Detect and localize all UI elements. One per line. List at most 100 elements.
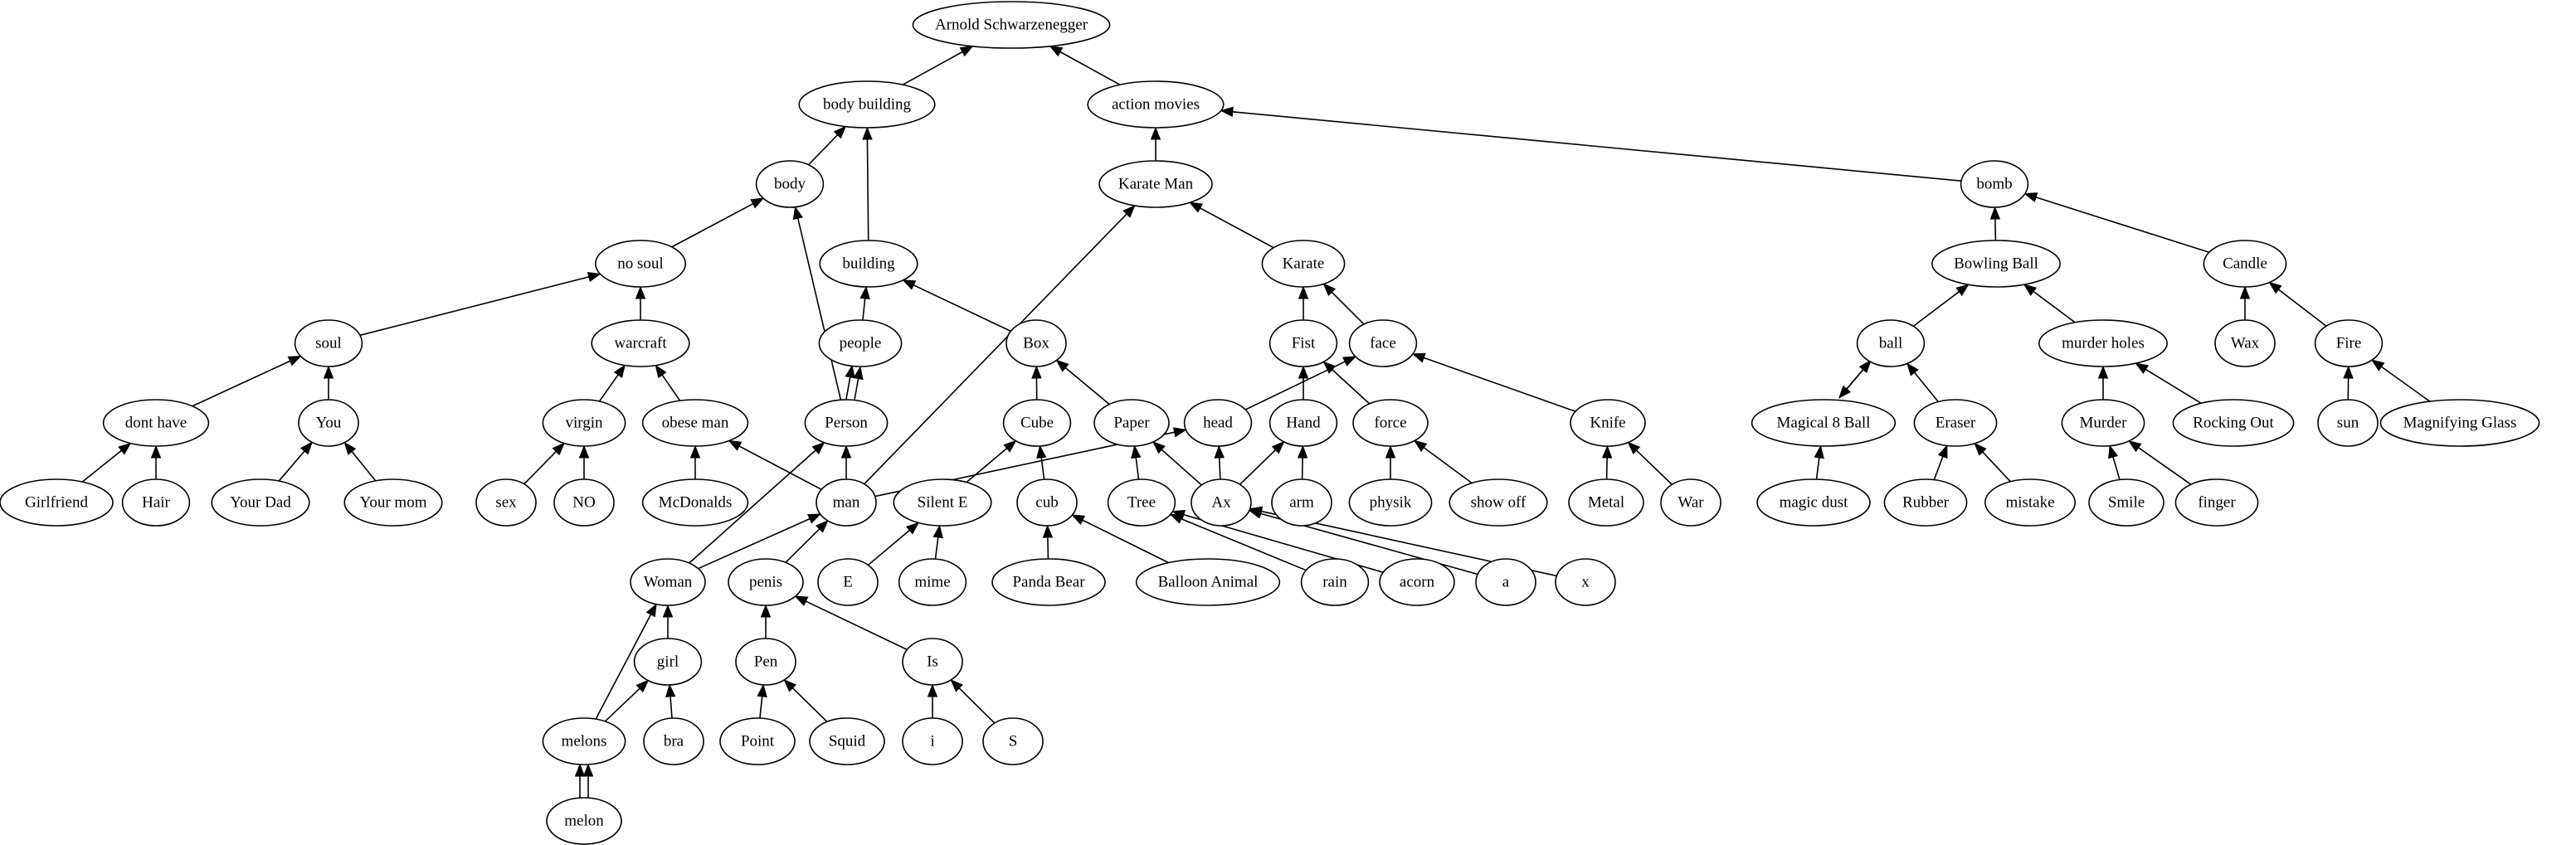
node-girlfriend: Girlfriend [0, 478, 114, 527]
node-smile: Smile [2088, 478, 2165, 527]
arrowhead-icon [1601, 444, 1613, 459]
edge-line [1846, 360, 1872, 390]
arrowhead-icon [582, 763, 594, 777]
node-label: warcraft [614, 335, 667, 352]
node-label: show off [1471, 494, 1527, 512]
edge-person-to-people [845, 364, 855, 400]
node-shape [343, 478, 443, 527]
arrowhead-icon [1042, 524, 1054, 538]
node-no-soul: no soul [594, 240, 686, 288]
node-label: Box [1023, 335, 1049, 352]
arrowhead-icon [853, 366, 864, 381]
node-shape [1883, 478, 1968, 527]
edge-bomb-to-actionmovies [1220, 106, 1962, 182]
edge-fist-to-karate [1298, 285, 1309, 320]
arrowhead-icon [1003, 439, 1017, 453]
node-label: no soul [617, 255, 663, 273]
node-label: Paper [1113, 415, 1150, 432]
arrowhead-icon [1131, 444, 1142, 459]
edge-tree-to-paper [1131, 444, 1142, 480]
edge-ax-to-head [1214, 444, 1225, 480]
edge-people-to-building [859, 285, 870, 321]
edge-eraser-to-ball [1906, 362, 1939, 403]
node-hair: Hair [121, 478, 191, 527]
arrowhead-icon [1838, 385, 1852, 399]
edge-line [1064, 367, 1110, 406]
node-label: Ax [1211, 494, 1231, 512]
arrowhead-icon [2268, 281, 2282, 294]
node-hand: Hand [1269, 399, 1338, 447]
node-shape [1568, 478, 1644, 527]
edge-girl-to-woman [662, 604, 674, 639]
edge-you-to-soul [323, 365, 334, 400]
edge-line [1244, 361, 1346, 410]
edge-woman-to-person [689, 441, 825, 564]
node-label: Rubber [1902, 494, 1950, 512]
edge-bra-to-girl [665, 683, 676, 719]
edge-line [1181, 517, 1307, 571]
edge-line [1331, 291, 1365, 325]
edge-penis-to-man [785, 520, 829, 563]
node-label: girl [657, 653, 679, 671]
edge-cube-to-box [1031, 365, 1042, 401]
arrowhead-icon [750, 197, 765, 209]
arrowhead-icon [1172, 427, 1187, 438]
edge-donthave-to-soul [192, 355, 302, 407]
node-action-movies: action movies [1087, 80, 1225, 129]
node-shape [1756, 478, 1871, 527]
node-bowling-ball: Bowling Ball [1931, 240, 2062, 288]
edge-i-to-is [927, 683, 938, 718]
arrowhead-icon [1152, 441, 1166, 454]
edge-ball-to-bowlingball [1912, 284, 1970, 328]
edge-ax-to-paper [1152, 441, 1202, 486]
node-arm: arm [1271, 478, 1332, 527]
arrowhead-icon [816, 520, 829, 533]
edge-line [785, 528, 821, 563]
node-mcdonalds: McDonalds [641, 478, 749, 527]
node-i: i [902, 717, 963, 765]
node-shape [1098, 160, 1213, 208]
node-shape [1570, 399, 1646, 447]
node-shape [2174, 478, 2259, 527]
node-label: Rocking Out [2193, 415, 2274, 432]
node-tree: Tree [1107, 478, 1176, 527]
edge-line [966, 448, 1008, 483]
edge-metal-to-knife [1601, 444, 1613, 480]
node-war: War [1660, 478, 1721, 527]
node-label: man [833, 494, 860, 512]
node-label: dont have [125, 415, 187, 432]
arrowhead-icon [1171, 509, 1186, 520]
node-shape [1352, 399, 1429, 447]
node-label: finger [2198, 494, 2236, 512]
edge-magnifyingglass-to-fire [2370, 359, 2431, 402]
node-woman: Woman [630, 558, 706, 606]
edge-line [1636, 449, 1673, 485]
edge-is-to-penis [794, 595, 908, 651]
edge-melon-to-melons [582, 763, 594, 798]
node-shape [982, 717, 1044, 765]
node-label: Pen [754, 653, 778, 671]
edge-line [864, 213, 1127, 485]
node-is: Is [902, 638, 963, 686]
arrowhead-icon [833, 125, 847, 139]
node-a: a [1475, 558, 1536, 606]
node-shape [1379, 558, 1455, 606]
arrowhead-icon [2023, 192, 2038, 203]
edge-no-to-virgin [578, 444, 590, 479]
arrowhead-icon [2370, 359, 2385, 372]
node-metal: Metal [1568, 478, 1644, 527]
node-label: Is [927, 653, 938, 671]
node-your-mom: Your mom [343, 478, 443, 527]
edge-girlfriend-to-donthave [81, 442, 132, 483]
node-label: melons [562, 733, 607, 750]
edge-virgin-to-warcraft [598, 364, 626, 402]
node-shape [0, 478, 114, 527]
edge-mcdonalds-to-obeseman [689, 444, 701, 479]
node-girl: girl [633, 638, 703, 686]
edge-line [1135, 457, 1140, 480]
node-dont-have: dont have [102, 399, 210, 447]
edge-pen-to-penis [760, 604, 772, 639]
node-label: Knife [1590, 415, 1625, 432]
node-rubber: Rubber [1883, 478, 1968, 527]
